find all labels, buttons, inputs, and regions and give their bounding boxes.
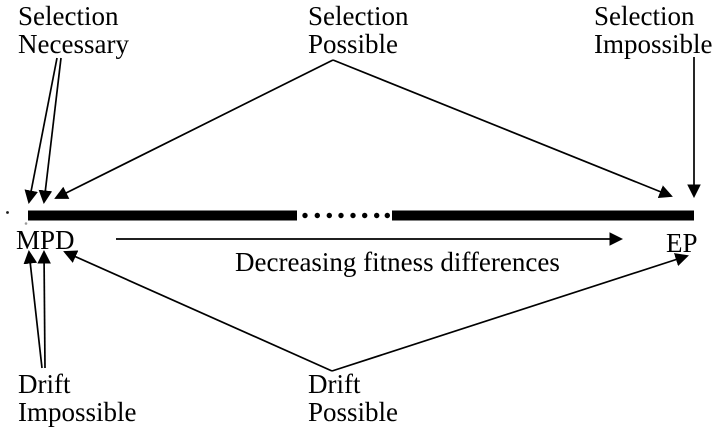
continuum-dot (362, 212, 368, 219)
label-selection-necessary: Selection Necessary (18, 2, 129, 58)
arrow-drift-possible-right (331, 253, 689, 372)
label-line: Possible (308, 397, 399, 427)
arrow-selection-possible-left (54, 59, 334, 199)
continuum-dot (350, 212, 356, 219)
continuum-dot (384, 212, 390, 219)
stray-dot-faint (24, 222, 28, 225)
label-line: Selection (308, 1, 409, 31)
continuum-dot (326, 212, 332, 219)
label-drift-possible: Drift Possible (308, 370, 398, 426)
arrow-drift-possible-left (63, 250, 333, 372)
label-axis-caption: Decreasing fitness differences (235, 247, 560, 277)
continuum-dot (374, 212, 380, 219)
arrow-selection-necessary-1 (24, 57, 58, 205)
continuum-dot (338, 212, 344, 219)
arrow-drift-impossible-1 (23, 249, 43, 369)
label-selection-possible: Selection Possible (308, 2, 408, 58)
label-selection-impossible: Selection Impossible (594, 2, 713, 58)
label-line: Selection (18, 1, 119, 31)
label-line: Impossible (594, 29, 713, 59)
stray-dot (6, 211, 9, 214)
arrow-drift-impossible-2 (37, 249, 51, 369)
label-line: Drift (18, 369, 71, 399)
continuum-dots (302, 212, 390, 219)
continuum-dot (302, 212, 308, 219)
continuum-dot (314, 212, 320, 219)
label-mpd-endpoint: MPD (16, 225, 75, 255)
label-ep-endpoint: EP (666, 228, 698, 258)
label-line: Possible (308, 29, 399, 59)
arrow-selection-possible-right (332, 59, 673, 198)
label-line: Drift (308, 369, 361, 399)
arrow-selection-necessary-2 (38, 57, 62, 205)
label-line: Impossible (18, 397, 137, 427)
label-line: Necessary (18, 29, 129, 59)
label-drift-impossible: Drift Impossible (18, 370, 137, 426)
label-line: Selection (594, 1, 695, 31)
